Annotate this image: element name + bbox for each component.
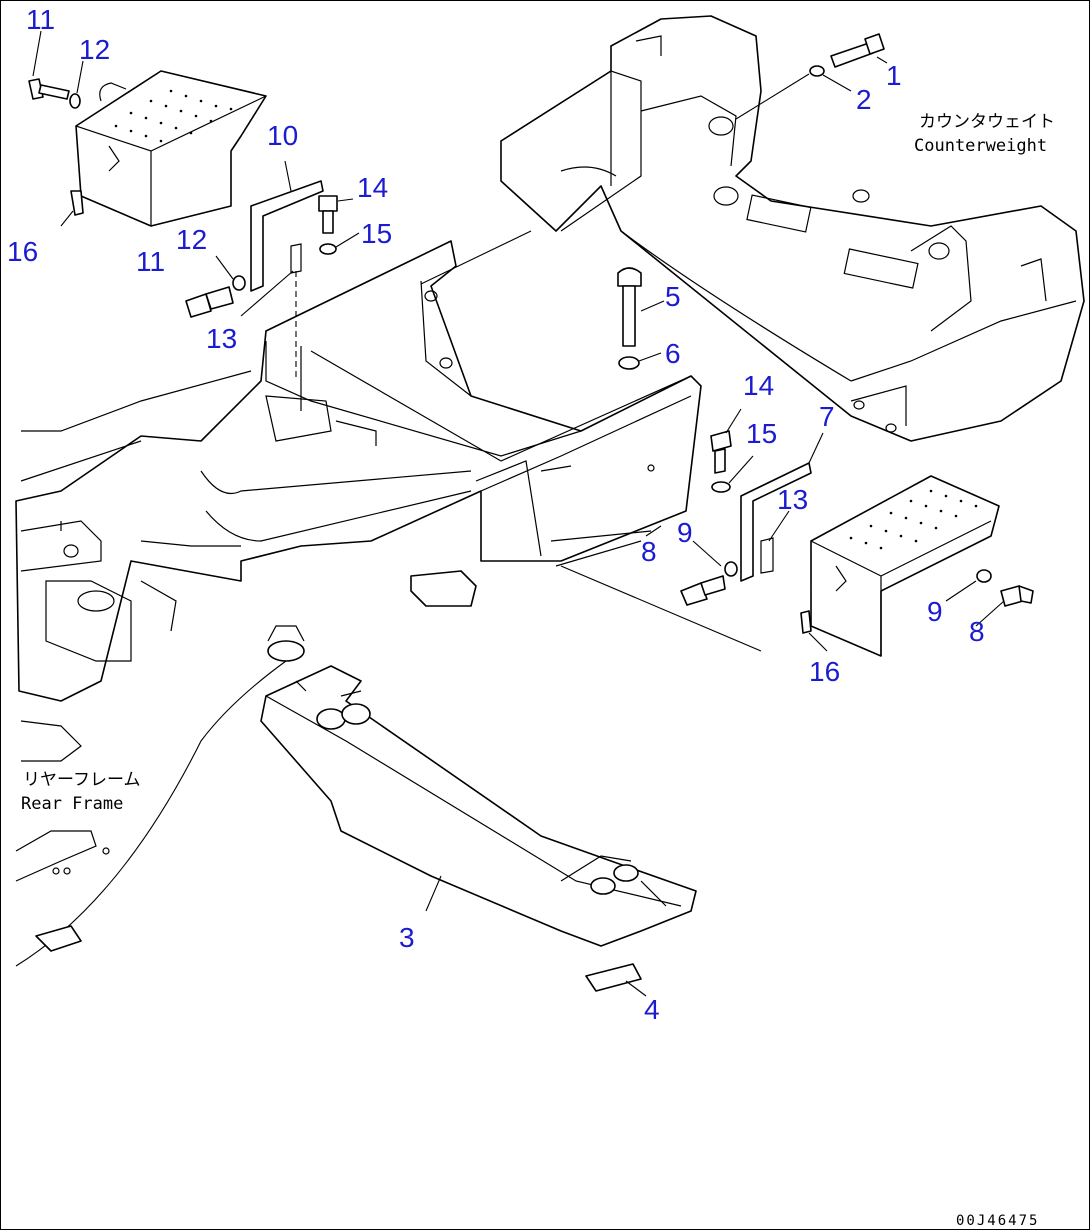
- bolt-8-right: [1000, 585, 1034, 607]
- bolt-14-right: [710, 430, 732, 474]
- under-cover-3: [260, 665, 697, 947]
- callout-8-right: 8: [969, 616, 985, 647]
- bolt-11-top: [28, 78, 70, 100]
- washer-9-left: [724, 561, 738, 577]
- callout-16-right: 16: [809, 656, 840, 687]
- callout-14-right: 14: [743, 370, 774, 401]
- rubber-mount: [267, 625, 305, 662]
- callout-11-top: 11: [26, 4, 55, 35]
- callout-6: 6: [665, 338, 681, 369]
- bolt-14-left: [318, 195, 338, 234]
- callout-13-left: 13: [206, 323, 237, 354]
- bolt-5: [617, 267, 642, 347]
- callout-5: 5: [665, 281, 681, 312]
- callout-15-left: 15: [361, 218, 392, 249]
- counterweight-label-en: Counterweight: [914, 136, 1047, 156]
- callout-15-right: 15: [746, 418, 777, 449]
- callout-2: 2: [856, 84, 872, 115]
- step-box-left: [75, 70, 267, 227]
- plate-4: [585, 963, 642, 992]
- callout-numbers: 1 2 3 4 5 6 7 8 8 9 9 10 11 11 12 12 13 …: [7, 4, 985, 1025]
- callout-3: 3: [399, 922, 415, 953]
- callout-10: 10: [267, 120, 298, 151]
- leader-lines: [32, 30, 1005, 997]
- callout-1: 1: [886, 60, 902, 91]
- pin-16-left: [70, 190, 84, 216]
- counterweight-label-jp: カウンタウェイト: [919, 112, 1055, 132]
- callout-14-left: 14: [357, 172, 388, 203]
- washer-12-bottom: [232, 275, 246, 291]
- text-labels: カウンタウェイト Counterweight リヤーフレーム Rear Fram…: [21, 112, 1055, 1229]
- drawing-code: 00J46475: [956, 1213, 1039, 1229]
- bolt-1: [830, 33, 885, 68]
- washer-6: [618, 356, 640, 370]
- washer-15-left: [319, 243, 337, 255]
- bracket-7: [740, 462, 812, 582]
- bracket-10: [250, 180, 324, 292]
- callout-12-top: 12: [79, 34, 110, 65]
- callout-9-right: 9: [927, 596, 943, 627]
- washer-15-right: [711, 481, 731, 493]
- pin-16-right: [800, 610, 812, 634]
- callout-9-left: 9: [677, 517, 693, 548]
- washer-2: [809, 65, 825, 77]
- callout-8-left: 8: [641, 536, 657, 567]
- bolt-11-bottom: [185, 286, 234, 318]
- callout-11-bottom: 11: [136, 246, 165, 277]
- washer-12-top: [69, 93, 81, 109]
- mount-bracket: [410, 570, 477, 607]
- rear-frame: [15, 240, 702, 882]
- callout-4: 4: [644, 994, 660, 1025]
- callout-12-bottom: 12: [176, 224, 207, 255]
- callout-13-right: 13: [777, 484, 808, 515]
- callout-16-left: 16: [7, 236, 38, 267]
- rear-frame-label-jp: リヤーフレーム: [23, 770, 140, 790]
- bolt-8-left: [680, 575, 726, 606]
- counterweight: [500, 15, 1085, 442]
- callout-7: 7: [819, 401, 835, 432]
- washer-9-right: [976, 569, 992, 583]
- rear-frame-label-en: Rear Frame: [21, 794, 123, 814]
- step-box-right: [810, 475, 1000, 657]
